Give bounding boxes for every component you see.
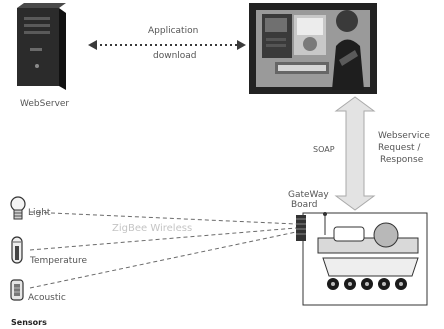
gateway-label-line2: Board: [291, 200, 317, 210]
webservice-double-arrow: [334, 96, 376, 211]
webservice-line2: Request /: [378, 143, 421, 153]
gateway-label-line1: GateWay: [288, 190, 329, 200]
light-bulb-icon: [10, 196, 26, 220]
zigbee-label: ZigBee Wireless: [112, 223, 192, 234]
zigbee-wireless-links: [29, 211, 297, 289]
gateway-board-icon: [296, 215, 306, 241]
pc-display-with-person-icon: [249, 3, 377, 94]
sensor-light-label: Light: [28, 208, 51, 218]
application-download-line2: download: [153, 51, 197, 61]
webserver-label: WebServer: [20, 99, 69, 109]
sensors-group-label: Sensors: [11, 318, 47, 327]
tracked-robot-icon: [302, 212, 428, 306]
thermometer-icon: [11, 236, 23, 264]
soap-label: SOAP: [313, 145, 335, 154]
application-download-line1: Application: [148, 26, 198, 36]
application-download-arrow: [88, 40, 246, 50]
webservice-line1: Webservice: [378, 131, 430, 141]
sensor-temperature-label: Temperature: [29, 256, 87, 266]
server-tower-icon: [17, 3, 66, 90]
microphone-icon: [10, 279, 24, 301]
sensor-acoustic-label: Acoustic: [28, 293, 66, 303]
webservice-line3: Response: [380, 155, 424, 165]
